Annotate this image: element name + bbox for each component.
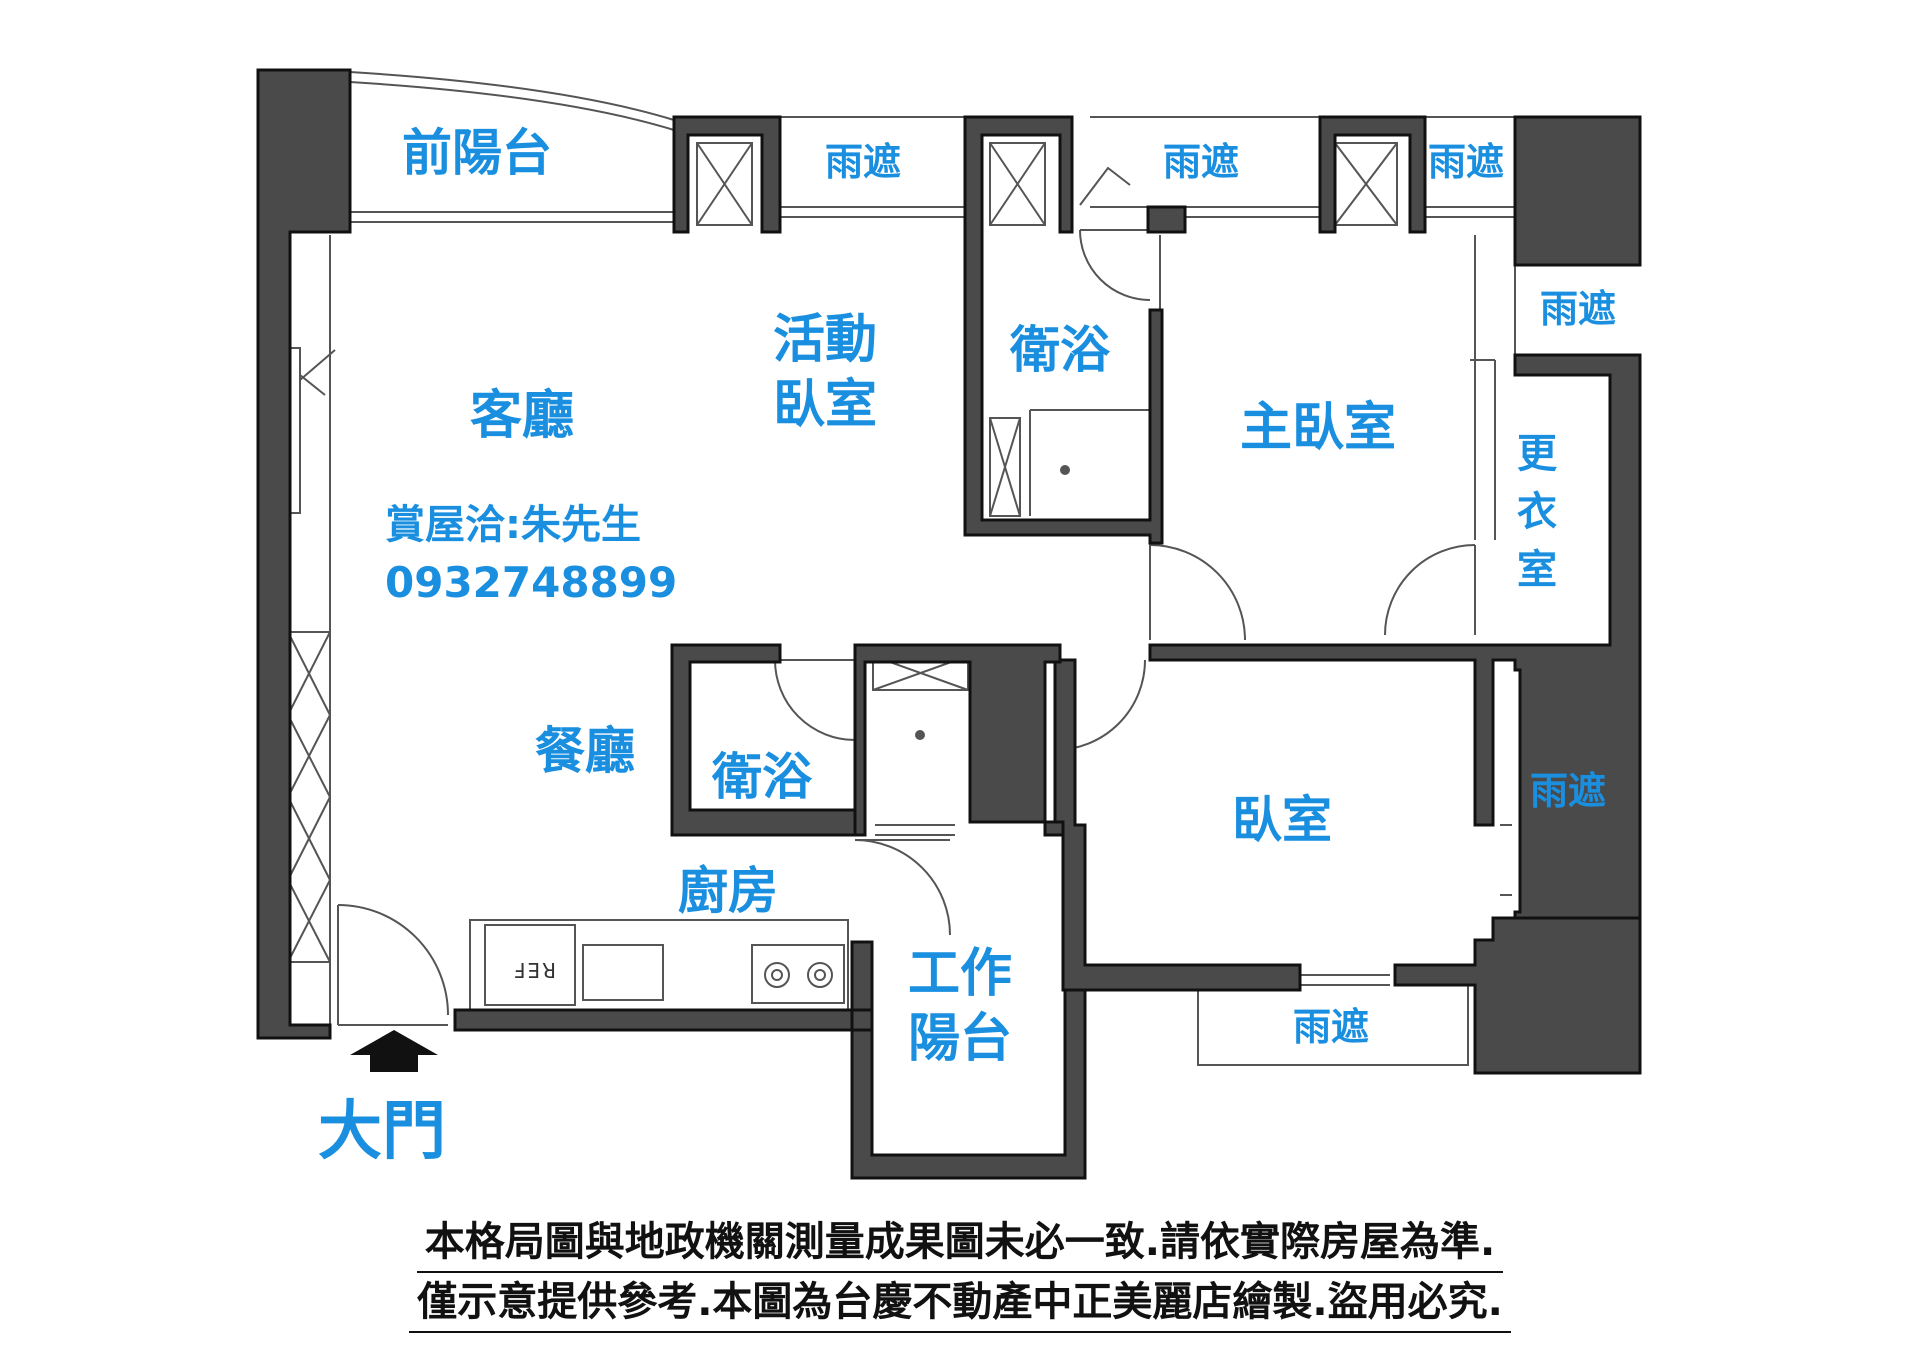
label-rain-cover-1: 雨遮 (825, 140, 902, 184)
label-kitchen: 廚房 (678, 862, 778, 920)
wall-left (256, 68, 352, 1040)
label-rain-cover-6: 雨遮 (1293, 1005, 1370, 1049)
label-bedroom: 臥室 (1232, 791, 1332, 849)
door-master (1384, 544, 1476, 636)
label-walkin-closet: 更衣室 (1515, 425, 1561, 599)
door-main (337, 904, 449, 1016)
label-bath-1: 衛浴 (1010, 321, 1110, 379)
label-rain-cover-3: 雨遮 (1428, 140, 1505, 184)
wall-center-bath (853, 643, 1065, 837)
wall-bottom-right (1393, 916, 1642, 1075)
label-living-room: 客廳 (470, 386, 575, 446)
label-work-balcony: 工作陽台 (905, 942, 1020, 1072)
work-balcony-text: 工作陽台 (907, 944, 1012, 1069)
walls (256, 68, 1642, 1180)
front-balcony-arc (349, 71, 675, 121)
wall-pillar-2 (963, 115, 1164, 545)
front-balcony-arc-inner (349, 81, 675, 131)
contact-line-2: 0932748899 (385, 558, 678, 607)
disclaimer-text-1: 本格局圖與地政機關測量成果圖未必一致.請依實際房屋為準. (416, 1219, 1504, 1273)
fridge-label: REF (512, 958, 557, 982)
wall-pillar-4 (1318, 115, 1427, 234)
wall-pillar-1 (672, 115, 782, 234)
contact-line-1: 賞屋洽:朱先生 (385, 502, 641, 548)
label-rain-cover-2: 雨遮 (1163, 140, 1240, 184)
label-bath-2: 衛浴 (712, 748, 812, 806)
wall-work-balcony (453, 940, 1087, 1180)
door-activity (1149, 544, 1246, 641)
label-rain-cover-5: 雨遮 (1530, 769, 1607, 813)
label-master-bedroom: 主臥室 (1240, 398, 1397, 458)
wall-bath2 (670, 643, 857, 837)
label-main-door: 大門 (318, 1095, 446, 1169)
door-top-bath (1079, 229, 1151, 301)
activity-room-text: 活動臥室 (772, 310, 877, 435)
disclaimer-line-2: 僅示意提供參考.本圖為台慶不動產中正美麗店繪製.盜用必究. (0, 1279, 1920, 1333)
door-bath2 (774, 659, 856, 741)
door-work (854, 839, 951, 936)
disclaimer-line-1: 本格局圖與地政機關測量成果圖未必一致.請依實際房屋為準. (0, 1219, 1920, 1273)
entrance-arrow-icon (350, 1030, 438, 1072)
label-dining-room: 餐廳 (535, 722, 635, 780)
walkin-closet-text: 更衣室 (1517, 431, 1557, 593)
label-front-balcony: 前陽台 (402, 124, 552, 182)
label-activity-room: 活動臥室 (770, 308, 890, 438)
disclaimer-text-2: 僅示意提供參考.本圖為台慶不動產中正美麗店繪製.盜用必究. (409, 1279, 1511, 1333)
wall-top-right (1513, 115, 1642, 267)
wall-pillar-3 (1146, 205, 1187, 234)
label-rain-cover-4: 雨遮 (1540, 287, 1617, 331)
